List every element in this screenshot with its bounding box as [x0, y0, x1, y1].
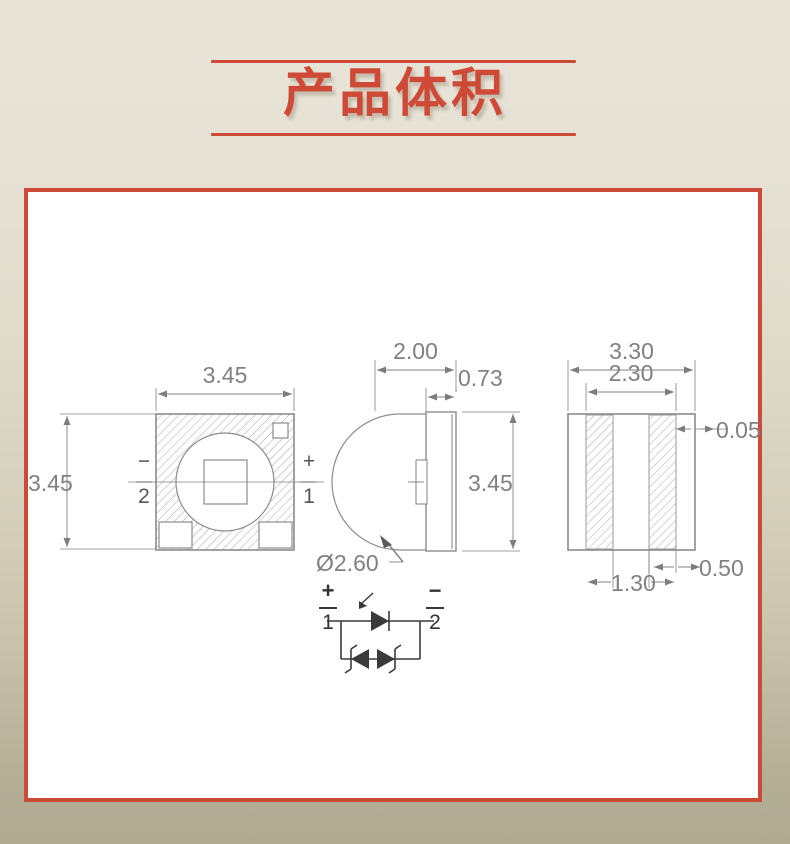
dim-side-height: 3.45: [468, 470, 513, 496]
dim-side-total-width: 2.00: [393, 338, 438, 364]
drawing-panel: 3.45 3.45 − 2 + 1 2.00 0.73 3.45 Ø2.60 3…: [24, 188, 762, 802]
page-title: 产品体积: [282, 64, 507, 124]
circuit-schematic: [319, 592, 444, 674]
top-view-pin-left-number: 2: [138, 485, 150, 508]
dim-top-width: 3.45: [202, 362, 248, 388]
top-view-pin-right-sign: +: [302, 450, 316, 473]
dim-pad-width: 0.50: [699, 555, 744, 581]
side-view-figure: [331, 360, 520, 563]
dim-lens-diameter: Ø2.60: [316, 550, 379, 576]
bottom-view-figure: [567, 360, 728, 588]
technical-drawing: [60, 360, 728, 674]
dim-pad-span: 2.30: [608, 360, 654, 386]
circuit-terminal-right-sign: −: [428, 578, 442, 603]
title-rule-top: [211, 60, 576, 63]
top-view-pin-right-number: 1: [303, 485, 315, 508]
dim-top-height: 3.45: [28, 470, 73, 496]
title-block: 产品体积: [0, 0, 790, 178]
dim-pad-gap: 1.30: [611, 570, 656, 596]
top-view-pin-left-sign: −: [137, 450, 151, 473]
title-rule-bottom: [211, 133, 576, 136]
dim-edge-gap: 0.05: [716, 417, 761, 443]
circuit-terminal-left-sign: +: [321, 578, 335, 603]
dim-side-body-width: 0.73: [458, 365, 503, 391]
circuit-terminal-left-number: 1: [322, 611, 334, 634]
dim-bottom-width: 3.30: [609, 338, 654, 364]
side-view: [338, 352, 558, 572]
circuit-terminal-right-number: 2: [429, 611, 441, 634]
top-view-figure: [60, 388, 324, 551]
